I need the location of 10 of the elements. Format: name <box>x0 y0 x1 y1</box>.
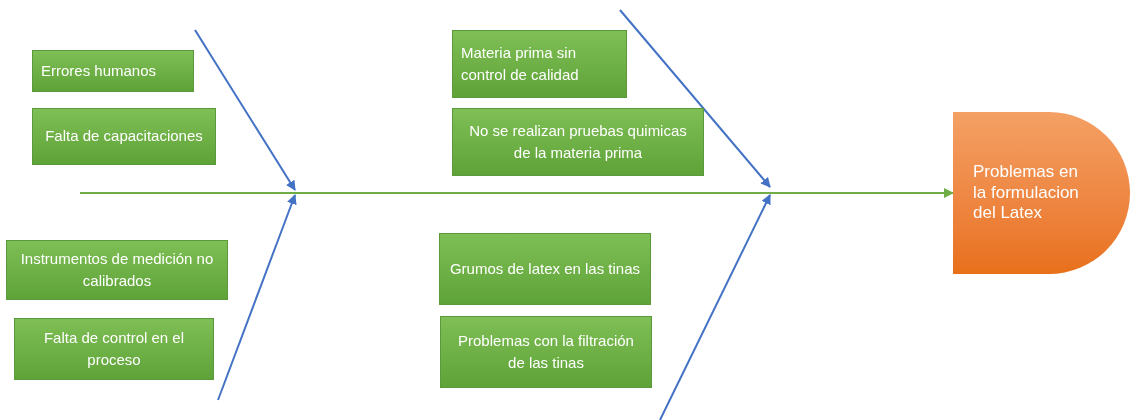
cause-box: Falta de capacitaciones <box>32 108 216 165</box>
cause-box: Falta de control en el proceso <box>14 318 214 380</box>
cause-box: Problemas con la filtración de las tinas <box>440 316 652 388</box>
cause-box: Instrumentos de medición no calibrados <box>6 240 228 300</box>
cause-box: No se realizan pruebas quimicas de la materia prima <box>452 108 704 176</box>
cause-box: Errores humanos <box>32 50 194 92</box>
arrow <box>79 188 954 198</box>
cause-box: Materia prima sin control de calidad <box>452 30 627 98</box>
cause-box: Grumos de latex en las tinas <box>439 233 651 305</box>
effect-shape: Problemas en la formulacion del Latex <box>953 112 1130 274</box>
